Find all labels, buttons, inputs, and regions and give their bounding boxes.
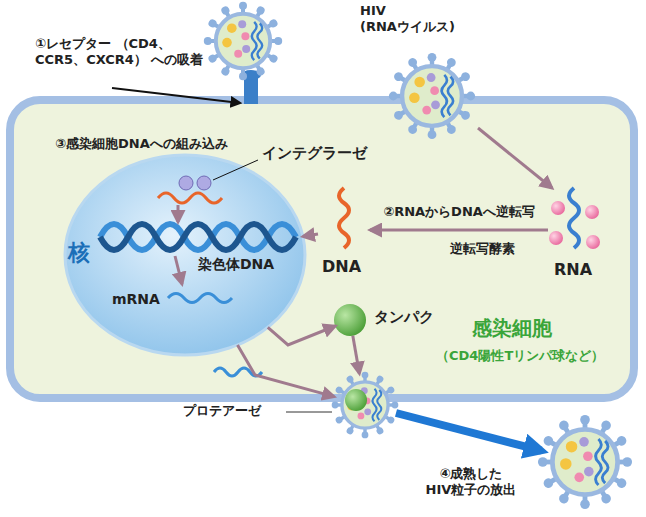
protein: タンパク xyxy=(334,304,366,336)
part-label: 染色体DNA xyxy=(198,256,274,274)
flow-arrow xyxy=(303,234,318,236)
enzyme-label: 逆転写酵素 xyxy=(450,241,515,257)
assembling-virion: プロテアーゼ xyxy=(333,373,397,437)
flow-arrow xyxy=(370,229,548,232)
rna-strand: RNA xyxy=(548,185,600,275)
node-title: DNA xyxy=(322,257,361,277)
flow-arrow xyxy=(238,345,335,397)
step-label: ②RNAからDNAへ逆転写 xyxy=(383,204,535,220)
node-title: 核 xyxy=(68,239,90,267)
node-title: RNA xyxy=(554,260,592,280)
mature-virion: ④成熟した HIV粒子の放出 xyxy=(540,417,630,507)
step-label: ①レセプター （CD4、CCR5、CXCR4） への吸着 xyxy=(35,36,210,69)
part-label: mRNA xyxy=(112,291,160,309)
dna-strand: DNA xyxy=(318,185,370,275)
flow-arrow xyxy=(396,413,541,451)
node-title: ④成熟した HIV粒子の放出 xyxy=(412,466,530,499)
flow-arrow xyxy=(268,326,335,345)
nucleus: 核 xyxy=(65,155,305,355)
node-title: 感染細胞 xyxy=(472,316,552,341)
node-title: HIV (RNAウイルス) xyxy=(360,3,470,36)
virus-particle: HIV (RNAウイルス) xyxy=(205,3,281,79)
node-title: タンパク xyxy=(374,308,434,327)
node-title: プロテアーゼ xyxy=(183,403,261,419)
node-subtitle: （CD4陽性Tリンパ球など） xyxy=(436,348,604,364)
flow-arrow xyxy=(353,336,360,374)
enzyme-label: インテグラーゼ xyxy=(262,144,367,163)
step-label: ③感染細胞DNAへの組み込み xyxy=(55,136,228,152)
